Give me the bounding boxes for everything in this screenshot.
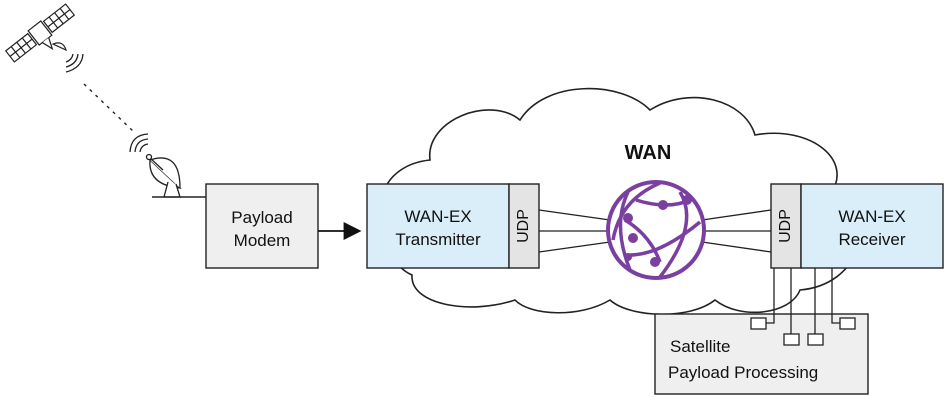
signal-waves-icon: [65, 53, 84, 73]
payload-modem-box: Payload Modem: [205, 183, 319, 269]
transmitter-udp-port: UDP: [508, 183, 540, 269]
wan-label: WAN: [625, 142, 672, 164]
receiver-udp-label: UDP: [777, 209, 794, 243]
satellite-icon: [4, 3, 76, 63]
payload-processing-box: Satellite Payload Processing: [654, 313, 869, 395]
transmitter-line2: Transmitter: [395, 230, 481, 249]
processing-line2: Payload Processing: [668, 363, 818, 382]
transmitter-line1: WAN-EX: [404, 207, 471, 226]
dish-signal-waves-icon: [129, 133, 149, 153]
transmitter-udp-label: UDP: [515, 209, 532, 243]
receiver-udp-port: UDP: [770, 183, 802, 269]
modem-line2: Modem: [234, 231, 291, 250]
processing-line1: Satellite: [670, 337, 730, 356]
transmitter-wan-links: [538, 209, 611, 253]
wan-ex-receiver-box: WAN-EX Receiver: [800, 183, 944, 269]
receiver-wan-links: [701, 209, 772, 253]
downlink-dotted-line: [83, 83, 135, 133]
satellite-antenna-icon: [51, 42, 67, 52]
receiver-line1: WAN-EX: [838, 207, 905, 226]
modem-line1: Payload: [231, 208, 292, 227]
receiver-line2: Receiver: [838, 230, 905, 249]
wan-globe-icon: [606, 180, 706, 280]
wan-ex-transmitter-box: WAN-EX Transmitter: [366, 183, 510, 269]
receiver-output-connectors: [750, 268, 856, 346]
satellite-dish-icon: [145, 153, 206, 198]
